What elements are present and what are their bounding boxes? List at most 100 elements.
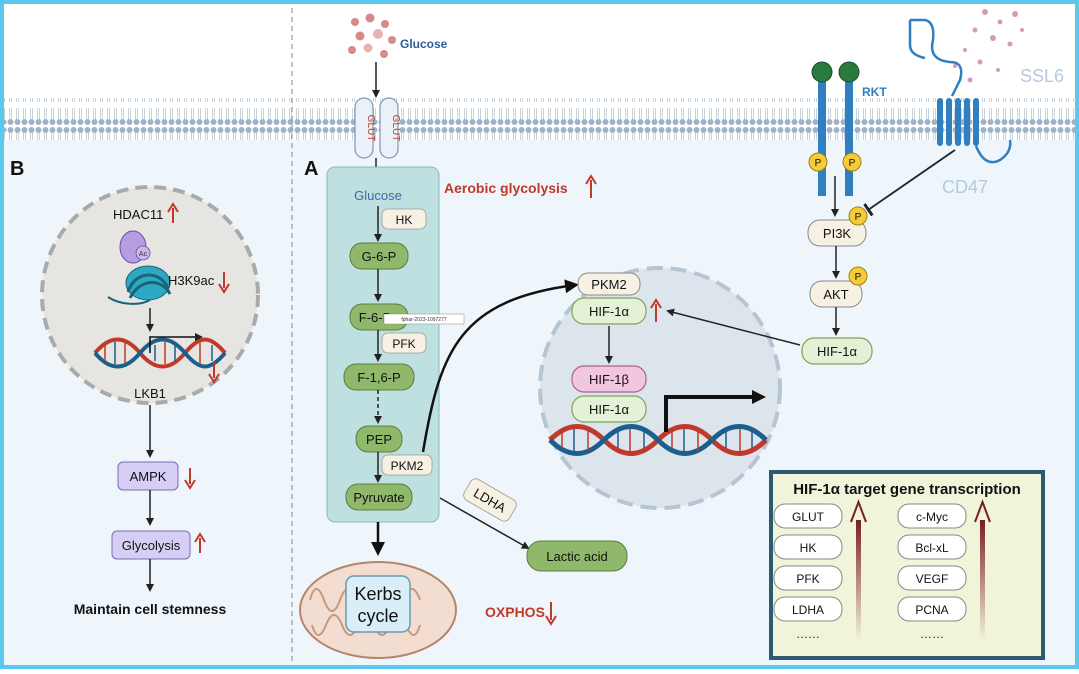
- pfk-enzyme: [381, 332, 427, 354]
- gene-hk: HK: [800, 541, 817, 555]
- gene-ldha: LDHA: [792, 603, 824, 617]
- glut-label-right: GLUT: [390, 115, 401, 142]
- p-circle-1: [808, 152, 828, 172]
- gene-pill-cmyc: [897, 503, 967, 529]
- gene-bclxl: Bcl-xL: [915, 541, 949, 555]
- h3k9ac-label: H3K9ac: [168, 273, 215, 288]
- hdac11-label: HDAC11: [113, 207, 163, 222]
- h3k9ac-down-arrow-icon: [218, 272, 230, 294]
- ac-group: [135, 245, 151, 261]
- glycolysis-b-up-arrow-icon: [194, 532, 206, 553]
- ssl6-label: SSL6: [1020, 66, 1064, 86]
- hif1a-nuclear-top-label: HIF-1α: [589, 304, 630, 319]
- rkt-label: RKT: [862, 85, 887, 99]
- p-circle-3: [848, 206, 868, 226]
- left-gene-column: GLUT HK PFK LDHA ……: [773, 503, 843, 641]
- watermark-label: fphar-2023-1097277: [401, 317, 447, 323]
- pkm2-nuclear-node: [577, 272, 641, 296]
- oxphos-label: OXPHOS: [485, 604, 545, 620]
- panel-a-label: A: [304, 158, 318, 180]
- dna-helix-b-icon: [93, 337, 227, 369]
- cell-membrane: [4, 98, 1075, 140]
- glucose-inside-label: Glucose: [354, 188, 402, 203]
- kerbs-line2: cycle: [357, 606, 398, 626]
- hif1a-nuclear-bottom-label: HIF-1α: [589, 402, 630, 417]
- gene-cmyc: c-Myc: [916, 510, 948, 524]
- ac-label: Ac: [139, 251, 148, 258]
- pi3k-node: [807, 219, 867, 247]
- arrow-pkm2-to-nucleus: [421, 279, 579, 453]
- pyruvate-node: [345, 483, 413, 511]
- f16p-node: [343, 363, 415, 391]
- right-up-arrow-icon: [974, 499, 991, 640]
- akt-label: AKT: [823, 287, 848, 302]
- transcription-arrow-a: [664, 390, 766, 432]
- watermark-box: [383, 313, 465, 325]
- g6p-node: [349, 242, 409, 270]
- rkt-receptor-icon: [811, 61, 860, 196]
- gene-pill-ldha: [773, 596, 843, 622]
- gene-pill-glut: [773, 503, 843, 529]
- gene-pill-pfk: [773, 565, 843, 591]
- hif1a-nuclear-top-node: [571, 297, 647, 325]
- p-label-4: P: [855, 272, 862, 283]
- f16p-label: F-1,6-P: [357, 370, 400, 385]
- glut-transporter-icon: [354, 97, 399, 159]
- p-label-1: P: [815, 158, 822, 169]
- p-circle-4: [848, 266, 868, 286]
- kerbs-cycle-box: [345, 575, 411, 633]
- hif1a-up-arrow-icon: [650, 298, 662, 322]
- glycolysis-b-label: Glycolysis: [122, 538, 181, 553]
- kerbs-line1: Kerbs: [354, 584, 401, 604]
- cd47-label: CD47: [942, 177, 988, 197]
- lkb1-down-arrow-icon: [208, 362, 220, 384]
- gene-pill-bclxl: [897, 534, 967, 560]
- cd47-receptor-icon: [908, 18, 1012, 164]
- hif1b-label: HIF-1β: [589, 372, 629, 387]
- pfk-label: PFK: [392, 337, 415, 351]
- hk-label: HK: [396, 213, 413, 227]
- lkb1-label: LKB1: [134, 386, 166, 401]
- p-label-2: P: [849, 158, 856, 169]
- aerobic-up-arrow-icon: [585, 174, 597, 198]
- p-circle-2: [842, 152, 862, 172]
- ampk-down-arrow-icon: [184, 468, 196, 490]
- lactic-acid-label: Lactic acid: [546, 549, 607, 564]
- gene-pfk: PFK: [796, 572, 819, 586]
- pep-node: [355, 425, 403, 453]
- transcription-arrow-b: [149, 333, 203, 353]
- hk-enzyme: [381, 208, 427, 230]
- pi3k-label: PI3K: [823, 226, 852, 241]
- hif1b-node: [571, 365, 647, 393]
- lactic-acid-node: [526, 540, 628, 572]
- glucose-outside-label: Glucose: [400, 37, 448, 51]
- arrow-hif1a-to-nucleus: [666, 308, 801, 346]
- ssl6-particles-icon: [953, 9, 1024, 83]
- left-ellipsis: ……: [796, 627, 820, 641]
- glycolysis-b-node: [111, 530, 191, 560]
- hif1a-cyto-label: HIF-1α: [817, 344, 858, 359]
- ampk-label: AMPK: [130, 469, 167, 484]
- hif1a-cyto-node: [801, 337, 873, 365]
- glut-label-left: GLUT: [365, 115, 376, 142]
- target-gene-title: HIF-1α target gene transcription: [793, 481, 1021, 498]
- nucleosome-icon: [107, 265, 172, 305]
- maintain-stemness-label: Maintain cell stemness: [74, 601, 227, 617]
- pkm2-enzyme-label: PKM2: [391, 459, 424, 473]
- target-gene-box: [769, 470, 1045, 660]
- panel-b-label: B: [10, 158, 24, 180]
- gene-pill-vegf: [897, 565, 967, 591]
- oxphos-down-arrow-icon: [545, 602, 557, 626]
- hif1a-nuclear-bottom-node: [571, 395, 647, 423]
- pkm2-enzyme: [381, 454, 433, 476]
- right-gene-column: c-Myc Bcl-xL VEGF PCNA ……: [897, 503, 967, 641]
- hdac11-up-arrow-icon: [167, 202, 179, 223]
- dna-helix-a-icon: [548, 424, 768, 456]
- f6p-label: F-6-P: [359, 310, 392, 325]
- glucose-particles-icon: [348, 13, 396, 58]
- right-ellipsis: ……: [920, 627, 944, 641]
- pep-label: PEP: [366, 432, 392, 447]
- gene-pcna: PCNA: [915, 603, 948, 617]
